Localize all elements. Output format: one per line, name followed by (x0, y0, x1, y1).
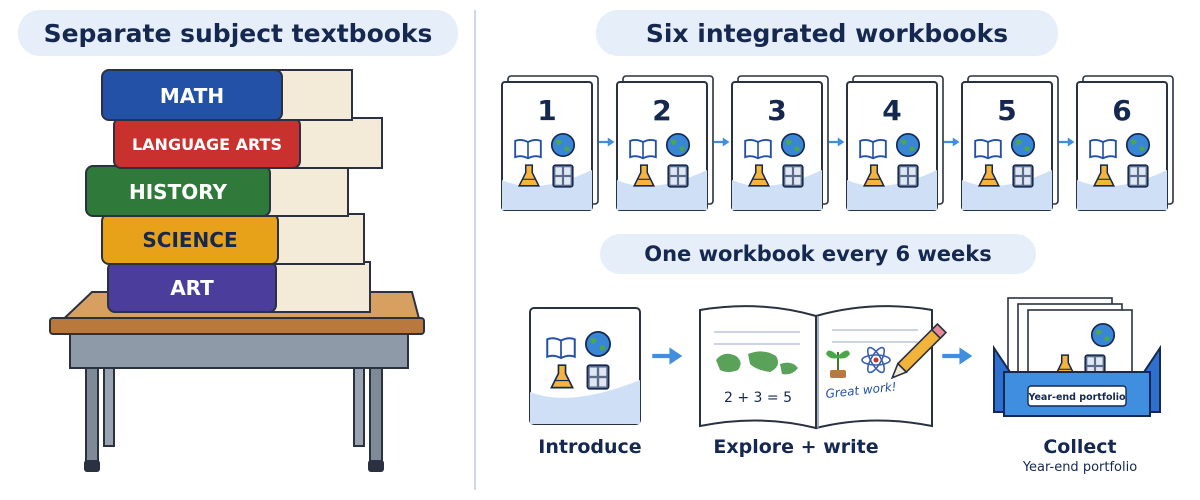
book-history: HISTORY (85, 165, 349, 217)
step-label-introduce: Introduce (538, 436, 642, 458)
book-icon (1089, 138, 1117, 160)
book-icon (974, 138, 1002, 160)
book-language-arts: LANGUAGE ARTS (113, 117, 383, 169)
workbook-4: 4 (846, 75, 944, 211)
arrow-right-icon (943, 136, 961, 148)
book-icon (744, 138, 772, 160)
globe-icon (550, 132, 576, 158)
workbook-number: 2 (652, 94, 671, 127)
book-icon (859, 138, 887, 160)
arrow-right-icon (828, 136, 846, 148)
workbook-number: 4 (882, 94, 901, 127)
atom-icon (861, 346, 891, 374)
arrow-right-icon (598, 136, 616, 148)
textbook-stack-illustration: ART SCIENCE HISTORY LANGUAGE ARTS MATH (49, 69, 425, 472)
calculator-icon (782, 164, 804, 188)
left-title: Separate subject textbooks (18, 10, 458, 56)
globe-icon (1125, 132, 1151, 158)
world-map-icon (716, 351, 798, 375)
desk-icon (49, 291, 425, 472)
arrow-right-icon (652, 347, 682, 364)
calculator-icon (667, 164, 689, 188)
globe-icon (895, 132, 921, 158)
workbook-2: 2 (616, 75, 714, 211)
book-label-math: MATH (160, 84, 224, 108)
step-label-explore: Explore + write (713, 436, 879, 458)
seedling-icon (826, 350, 850, 378)
book-art: ART (107, 261, 371, 313)
book-label-science: SCIENCE (142, 228, 237, 252)
book-icon (629, 138, 657, 160)
workbook-1: 1 (501, 75, 599, 211)
portfolio-box-icon: Year-end portfolio (993, 297, 1161, 417)
right-title: Six integrated workbooks (596, 10, 1058, 56)
calculator-icon (897, 164, 919, 188)
book-icon (514, 138, 542, 160)
calculator-icon (1127, 164, 1149, 188)
arrow-right-icon (713, 136, 731, 148)
workbook-number: 6 (1112, 94, 1131, 127)
book-math: MATH (101, 69, 353, 121)
book-label-history: HISTORY (129, 180, 228, 204)
globe-icon (780, 132, 806, 158)
workbook-flow-illustration: 1 2 3 4 5 6 2 + 3 = 5 (501, 75, 1174, 430)
step-label-collect: Collect (1043, 436, 1117, 458)
book-icon (546, 337, 576, 360)
step-introduce-workbook (529, 307, 641, 425)
arrow-right-icon (1058, 136, 1076, 148)
workbook-row: 1 2 3 4 5 6 (501, 75, 1174, 211)
globe-icon (665, 132, 691, 158)
calculator-icon (1012, 164, 1034, 188)
book-label-art: ART (170, 276, 214, 300)
book-science: SCIENCE (101, 213, 365, 265)
globe-icon (585, 331, 611, 357)
portfolio-box-label: Year-end portfolio (1027, 392, 1126, 403)
notebook-lines (714, 329, 918, 345)
workbook-number: 5 (997, 94, 1016, 127)
workbook-3: 3 (731, 75, 829, 211)
workbook-number: 1 (537, 94, 556, 127)
step-sublabel-collect: Year-end portfolio (1022, 460, 1138, 475)
workbook-6: 6 (1076, 75, 1174, 211)
globe-icon (1010, 132, 1036, 158)
step-explore-notebook: 2 + 3 = 5 Great work! (699, 305, 948, 430)
panel-divider (474, 10, 476, 490)
calculator-icon (552, 164, 574, 188)
calculator-icon (586, 364, 610, 390)
workbook-number: 3 (767, 94, 786, 127)
cadence-subtitle: One workbook every 6 weeks (600, 234, 1036, 274)
notebook-equation: 2 + 3 = 5 (724, 390, 792, 406)
pencil-icon (890, 322, 948, 380)
book-label-language-arts: LANGUAGE ARTS (132, 135, 282, 154)
workbook-5: 5 (961, 75, 1059, 211)
arrow-right-icon (942, 347, 972, 364)
